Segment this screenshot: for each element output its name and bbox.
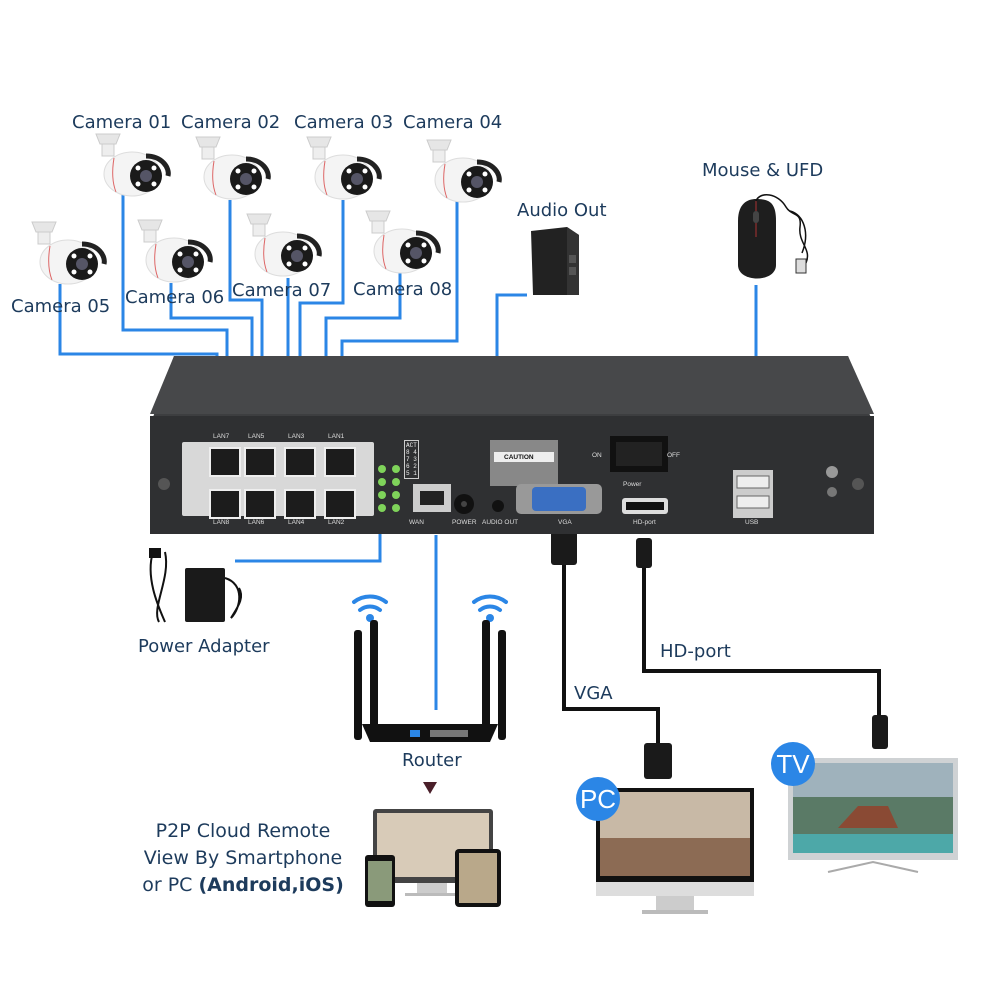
lan-port-lan5 <box>244 447 276 477</box>
vga-plug-nvr <box>551 531 577 565</box>
nvr-caution-label: CAUTION <box>504 454 534 461</box>
mouse-ufd-label: Mouse & UFD <box>702 160 824 181</box>
camera-04-label: Camera 04 <box>403 112 503 133</box>
vga-label: VGA <box>574 683 613 704</box>
camera-07-label: Camera 07 <box>232 280 332 301</box>
lan-label-lan5: LAN5 <box>248 433 265 440</box>
p2p-platforms: (Android,iOS) <box>198 874 344 896</box>
nvr-usb-label: USB <box>745 519 759 526</box>
nvr-wan-label: WAN <box>409 519 424 526</box>
nvr-vga-label: VGA <box>558 519 572 526</box>
lan-port-lan1 <box>324 447 356 477</box>
camera-08-icon <box>362 207 444 279</box>
cable-vga <box>562 565 660 745</box>
lan-label-lan2: LAN2 <box>328 519 345 526</box>
speaker-icon <box>531 227 579 295</box>
camera-01-label: Camera 01 <box>72 112 172 133</box>
camera-07-icon <box>243 210 325 282</box>
router-icon <box>352 594 508 742</box>
cable-hdmi <box>642 565 881 720</box>
nvr-switch-off: OFF <box>667 452 680 459</box>
pc-badge: PC <box>576 777 620 821</box>
hdmi-plug-nvr <box>636 538 652 568</box>
lan-port-lan8 <box>209 489 241 519</box>
lan-port-lan4 <box>284 489 316 519</box>
nvr-switch-label: Power <box>623 481 642 488</box>
lan-label-lan4: LAN4 <box>288 519 305 526</box>
tv-icon <box>788 758 958 873</box>
power-adapter-icon <box>149 548 243 623</box>
pc-monitor-icon <box>596 788 754 914</box>
camera-02-icon <box>192 133 274 205</box>
audio-out-label: Audio Out <box>517 200 607 221</box>
lan-label-lan1: LAN1 <box>328 433 345 440</box>
nvr-audio-out-label: AUDIO OUT <box>482 519 519 526</box>
camera-02-label: Camera 02 <box>181 112 281 133</box>
nvr-switch-on: ON <box>592 452 602 459</box>
vga-plug-pc <box>644 743 672 779</box>
power-adapter-label: Power Adapter <box>138 636 270 657</box>
camera-01-icon <box>92 130 174 202</box>
camera-04-icon <box>423 136 505 208</box>
camera-05-icon <box>28 218 110 290</box>
p2p-description: P2P Cloud Remote View By Smartphone or P… <box>118 818 368 899</box>
lan-label-lan6: LAN6 <box>248 519 265 526</box>
mouse-icon <box>738 194 809 279</box>
camera-03-icon <box>303 133 385 205</box>
lan-port-lan6 <box>244 489 276 519</box>
lan-label-lan7: LAN7 <box>213 433 230 440</box>
arrow-down-icon <box>423 782 437 794</box>
hd-port-label: HD-port <box>660 641 731 662</box>
lan-label-lan3: LAN3 <box>288 433 305 440</box>
nvr-hd-port-label: HD-port <box>633 519 656 526</box>
p2p-line-3: or PC (Android,iOS) <box>142 874 344 896</box>
router-label: Router <box>402 750 462 771</box>
lan-label-lan8: LAN8 <box>213 519 230 526</box>
lan-port-lan7 <box>209 447 241 477</box>
hdmi-plug-tv <box>872 715 888 749</box>
p2p-line-1: P2P Cloud Remote <box>155 820 331 842</box>
remote-devices-icon <box>365 809 501 907</box>
lan-port-lan2 <box>324 489 356 519</box>
camera-05-label: Camera 05 <box>11 296 111 317</box>
nvr-power-label: POWER <box>452 519 477 526</box>
camera-03-label: Camera 03 <box>294 112 394 133</box>
camera-08-label: Camera 08 <box>353 279 453 300</box>
lan-port-lan3 <box>284 447 316 477</box>
camera-06-icon <box>134 216 216 288</box>
tv-badge: TV <box>771 742 815 786</box>
p2p-line-2: View By Smartphone <box>143 847 343 869</box>
camera-06-label: Camera 06 <box>125 287 225 308</box>
